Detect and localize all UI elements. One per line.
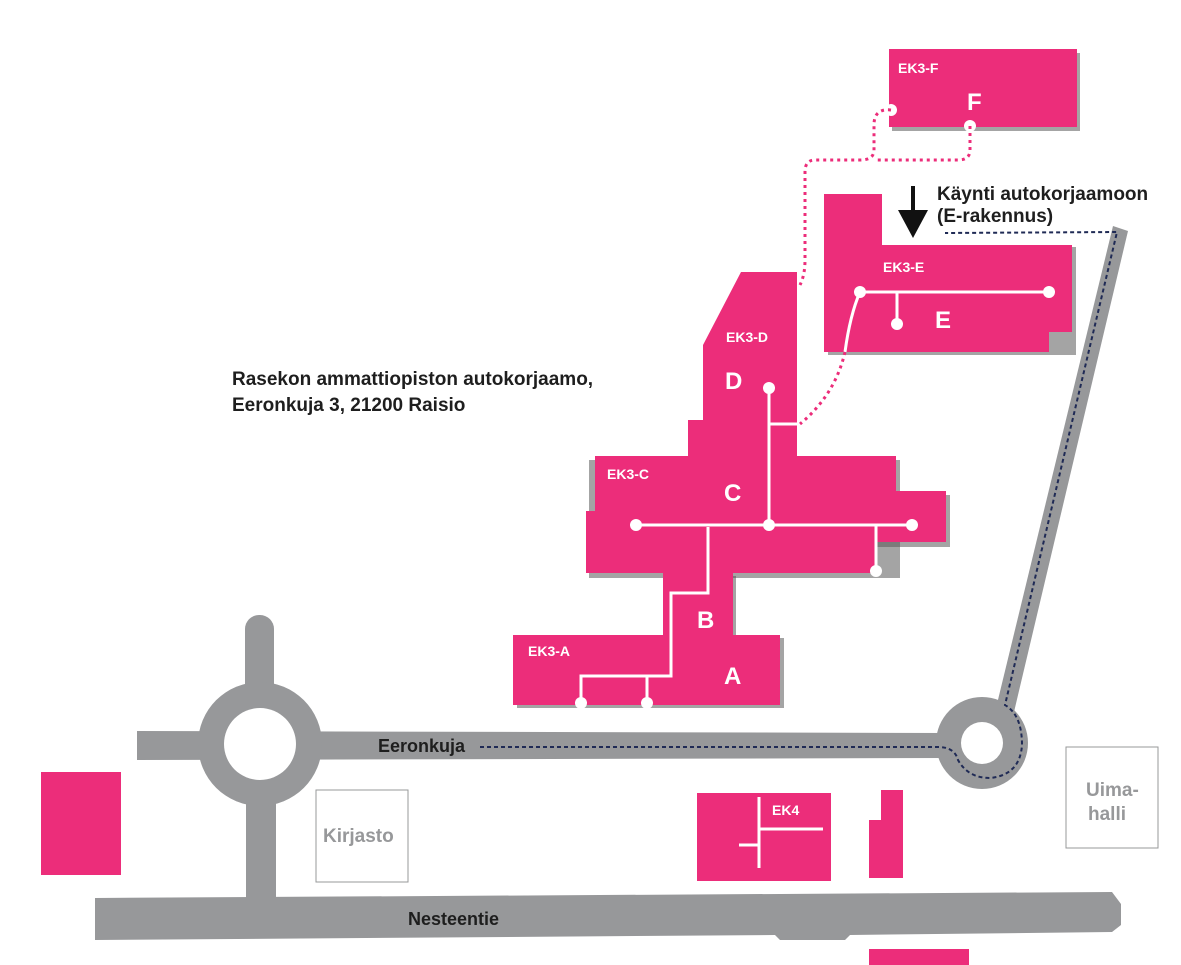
building-south-strip bbox=[869, 949, 969, 965]
building-b bbox=[663, 573, 733, 636]
building-f-letter: F bbox=[967, 89, 982, 116]
building-f-code: EK3-F bbox=[898, 60, 939, 76]
road-label-eeronkuja: Eeronkuja bbox=[378, 736, 466, 756]
place-label-uimahalli-1: Uima- bbox=[1086, 780, 1139, 801]
building-f bbox=[889, 49, 1077, 127]
building-ek4-code: EK4 bbox=[772, 802, 799, 818]
building-ek4 bbox=[697, 793, 831, 881]
road-label-nesteentie: Nesteentie bbox=[408, 909, 499, 929]
building-c-code: EK3-C bbox=[607, 466, 649, 482]
road-eeronkuja bbox=[137, 731, 950, 760]
building-e bbox=[824, 194, 1072, 352]
building-c bbox=[586, 456, 946, 573]
building-d-code: EK3-D bbox=[726, 329, 768, 345]
address-line-1: Rasekon ammattiopiston autokorjaamo, bbox=[232, 369, 593, 390]
building-e-letter: E bbox=[935, 307, 951, 334]
building-a-code: EK3-A bbox=[528, 643, 570, 659]
address-line-2: Eeronkuja 3, 21200 Raisio bbox=[232, 395, 465, 416]
road-diagonal-east bbox=[996, 226, 1128, 712]
entrance-line-2: (E-rakennus) bbox=[937, 206, 1053, 227]
building-e-code: EK3-E bbox=[883, 259, 924, 275]
outdoor-paths bbox=[798, 108, 972, 426]
roundabout-east-island bbox=[961, 722, 1003, 764]
building-shadows bbox=[517, 53, 1080, 708]
road-nesteentie bbox=[95, 892, 1121, 940]
kirjasto-box bbox=[315, 789, 409, 883]
building-a-letter: A bbox=[724, 663, 741, 690]
driving-route bbox=[480, 230, 1119, 780]
building-d bbox=[688, 272, 797, 456]
place-label-uimahalli-2: halli bbox=[1088, 804, 1126, 825]
road-network bbox=[95, 226, 1128, 940]
roundabout-west-island bbox=[224, 708, 296, 780]
building-c-letter: C bbox=[724, 480, 741, 507]
place-label-kirjasto: Kirjasto bbox=[323, 826, 394, 847]
uimahalli-box bbox=[1065, 746, 1159, 849]
entrance-arrow-icon bbox=[898, 186, 928, 238]
building-west bbox=[41, 772, 121, 875]
building-d-letter: D bbox=[725, 368, 742, 395]
entrance-line-1: Käynti autokorjaamoon bbox=[937, 184, 1148, 205]
buildings bbox=[41, 49, 1077, 965]
building-small-east bbox=[869, 790, 903, 878]
building-b-letter: B bbox=[697, 607, 714, 634]
